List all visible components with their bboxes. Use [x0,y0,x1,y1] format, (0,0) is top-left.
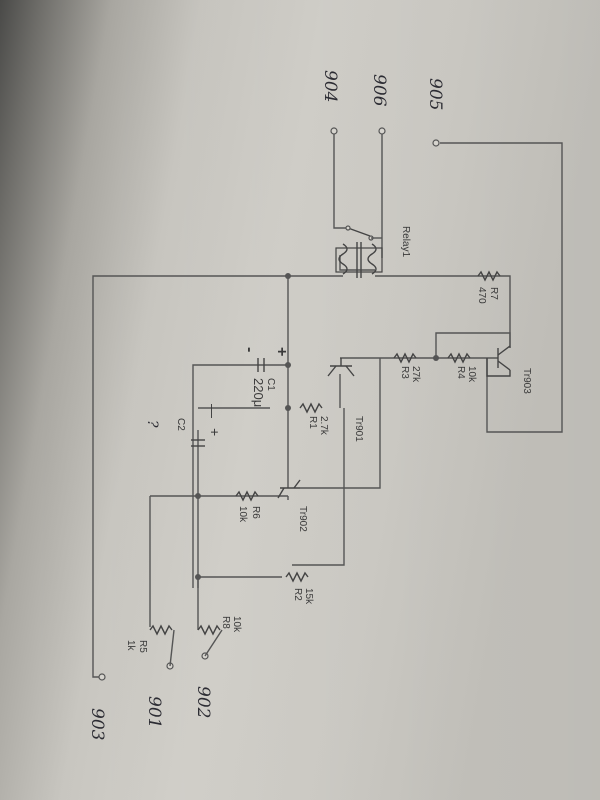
r5-value: 1k [125,640,136,652]
resistor-r8 [197,624,221,636]
capacitor-c1 [257,358,265,372]
transistor-tr902 [277,479,301,499]
r6-value: 10k [237,506,248,523]
handwritten-906: 906 [369,74,389,107]
handwritten-c2-value: ? [144,420,160,428]
relay1 [335,225,383,278]
tr903-collector [497,345,511,356]
c2-plus: + [207,428,223,436]
junction-dot [285,273,291,279]
tr902-label: Tr902 [297,506,308,532]
resistor-r4 [447,352,471,364]
r2-value: 15k [303,588,314,605]
r7-value: 470 [476,287,487,304]
r3-value: 27k [410,366,421,383]
capacitor-c2 [191,439,205,447]
terminal-906 [378,127,386,135]
resistors [149,270,501,667]
r4-value: 10k [466,366,477,383]
resistor-r3 [393,352,417,364]
component-labels: Relay1 R7 470 10k R4 27k R3 Tr903 2.7k R… [125,226,532,653]
wire-r5-terminal [169,629,175,667]
r5-name: R5 [137,640,148,653]
handwritten-labels: 905 906 904 902 901 903 ? [87,70,445,740]
resistor-r1 [299,402,323,414]
tr901-lead [327,365,337,377]
c2-name: C2 [175,418,186,431]
junction-dot [195,574,201,580]
r1-name: R1 [307,416,318,429]
relay-switch-arm [347,227,371,237]
wire-relay-top [339,255,375,271]
resistor-r5 [149,624,173,636]
junctions [195,273,439,580]
handwritten-904: 904 [320,70,340,102]
transistors [277,345,511,499]
resistor-r6 [235,490,259,502]
r2-name: R2 [292,588,303,601]
relay-label: Relay1 [400,226,411,258]
transistor-tr901 [327,358,355,377]
r6-name: R6 [250,506,261,519]
wire-905-loop [440,142,563,433]
c1-minus: - [241,347,258,352]
r7-name: R7 [488,287,499,300]
junction-dot [195,493,201,499]
terminal-903 [98,673,106,681]
wire-rail-903 [92,275,343,678]
c2-minus: — [205,404,221,418]
r8-name: R8 [220,616,231,629]
handwritten-902: 902 [193,686,213,718]
terminal-904 [330,127,338,135]
relay-coil-box [335,247,383,273]
tr903-emitter [497,360,511,371]
terminal-905 [432,139,440,147]
r8-value: 10k [231,616,242,633]
relay-coil-right [367,243,377,275]
wire-904 [333,131,348,229]
junction-dot [285,405,291,411]
relay-coil-left [338,243,348,275]
wire-c1 [192,364,288,588]
wire-tr902-feed [300,358,381,489]
tr903-emitter-wire [486,358,511,377]
tr903-label: Tr903 [521,368,532,394]
junction-dot [433,355,439,361]
tr902-lead [277,487,285,499]
terminals [98,127,440,681]
junction-dot [285,362,291,368]
c1-plus: + [273,347,290,356]
r1-value: 2.7k [318,416,329,436]
capacitors [191,358,265,447]
c1-value: 220μ [251,378,266,407]
tr901-label: Tr901 [353,416,364,442]
resistor-r7 [477,270,501,282]
relay-contact [345,225,351,231]
r4-name: R4 [455,366,466,379]
r3-name: R3 [399,366,410,379]
handwritten-905: 905 [425,78,445,110]
handwritten-901: 901 [144,696,164,728]
wire-r4-loop [435,332,511,358]
resistor-r2 [285,571,309,583]
c1-name: C1 [265,378,276,391]
tr902-lead [293,479,301,489]
handwritten-903: 903 [87,708,107,740]
tr901-lead [345,365,355,377]
wire-r2-right [292,408,345,566]
transistor-tr903 [486,345,511,377]
wire-r8-terminal [204,629,223,657]
